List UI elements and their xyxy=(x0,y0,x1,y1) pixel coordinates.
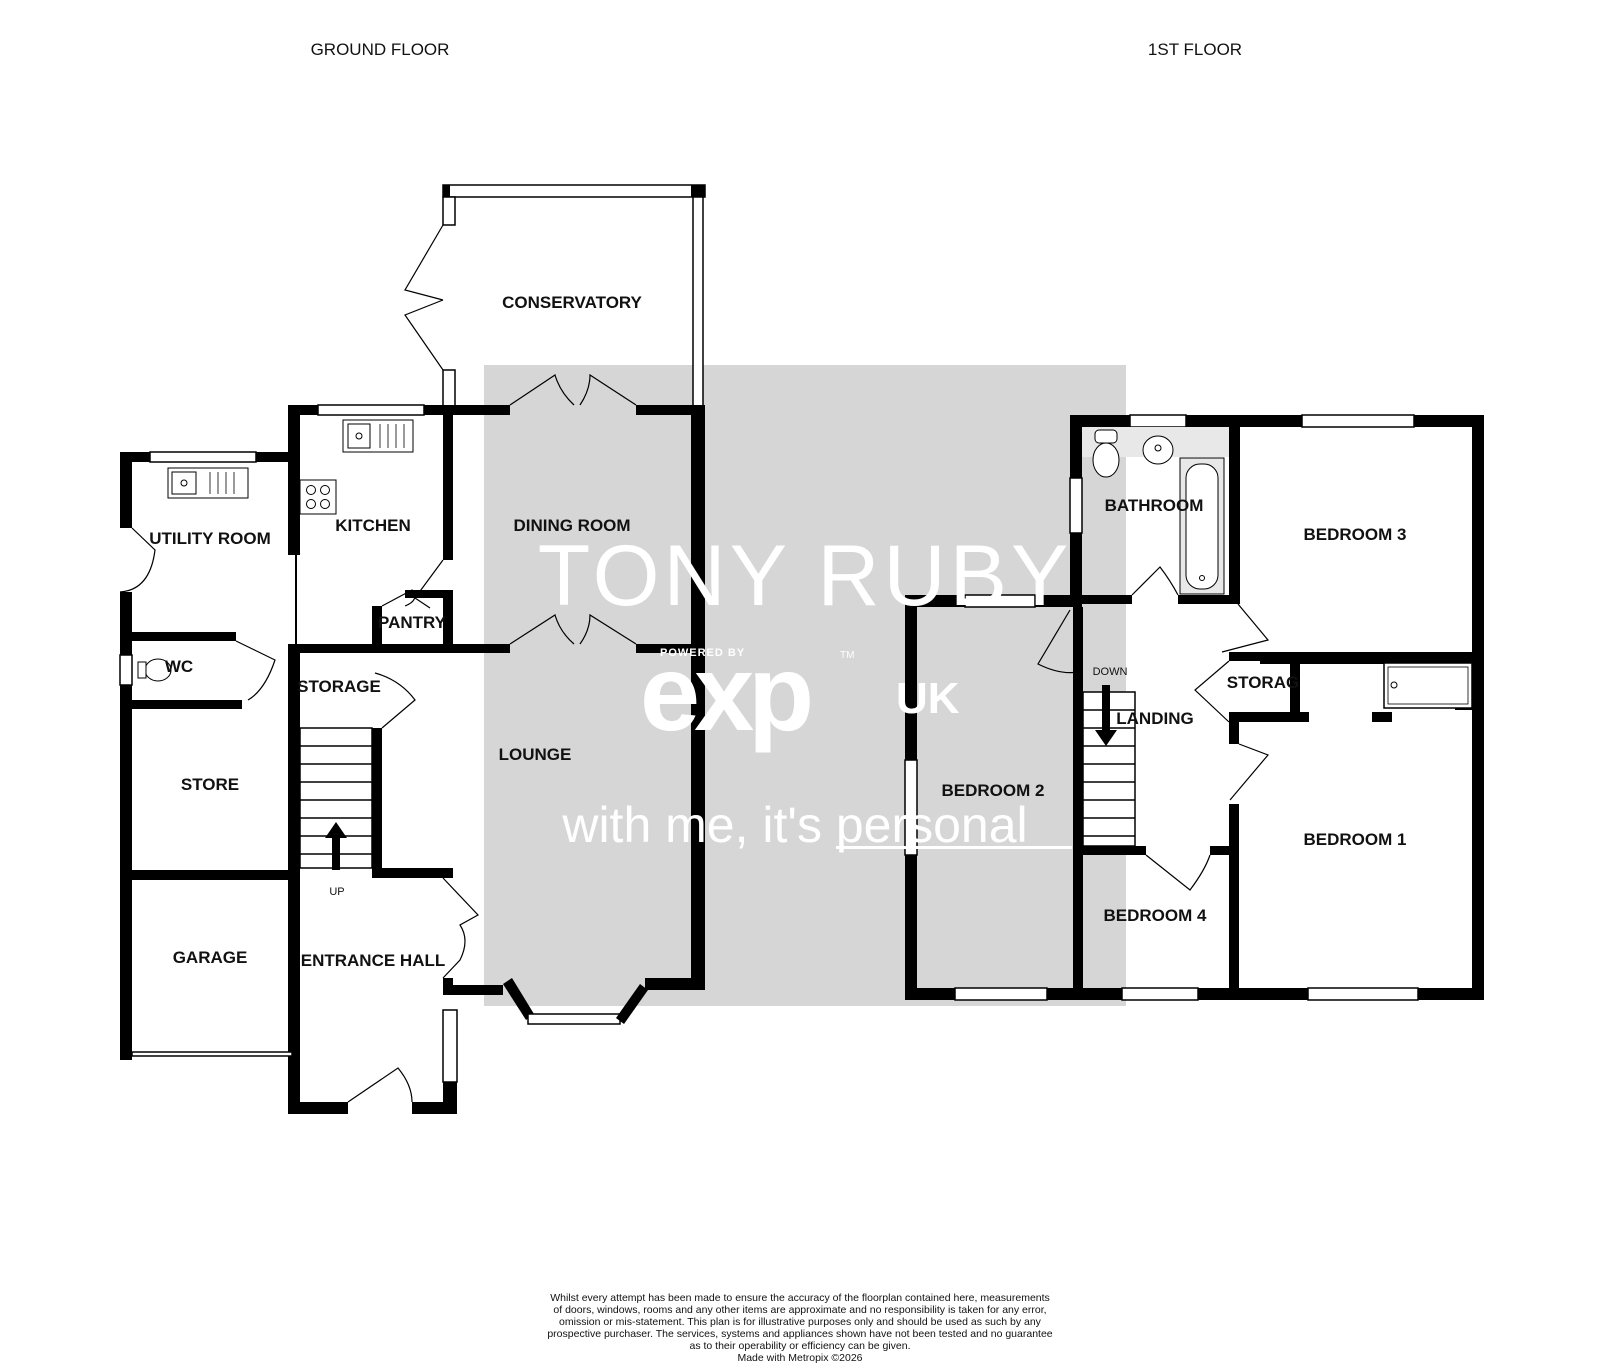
room-label-dining-room: DINING ROOM xyxy=(513,516,630,535)
room-label-storage-first: STORAG xyxy=(1227,673,1299,692)
ground-floor-fixtures xyxy=(137,419,414,682)
room-label-entrance-hall: ENTRANCE HALL xyxy=(301,951,446,970)
watermark-slogan: with me, it's personal xyxy=(561,797,1027,853)
room-label-bathroom: BATHROOM xyxy=(1105,496,1204,515)
watermark-brand-suffix: UK xyxy=(896,674,960,723)
watermark-brand-logo: exp xyxy=(640,632,810,753)
disclaimer-line: omission or mis-statement. This plan is … xyxy=(559,1316,1041,1328)
room-label-utility-room: UTILITY ROOM xyxy=(149,529,271,548)
room-label-conservatory: CONSERVATORY xyxy=(502,293,642,312)
first-floor-title: 1ST FLOOR xyxy=(1148,40,1242,59)
disclaimer-line: Whilst every attempt has been made to en… xyxy=(550,1292,1050,1304)
room-label-landing: LANDING xyxy=(1116,709,1193,728)
watermark-slogan-underline xyxy=(836,846,1072,849)
stairs-up-label: UP xyxy=(329,886,344,898)
room-labels: CONSERVATORY UTILITY ROOM KITCHEN DINING… xyxy=(149,293,1406,970)
ground-floor-doors xyxy=(119,224,637,1103)
room-label-wc: WC xyxy=(165,657,193,676)
disclaimer-credit: Made with Metropix ©2026 xyxy=(737,1352,863,1364)
ground-floor-title: GROUND FLOOR xyxy=(311,40,450,59)
first-floor-fixtures xyxy=(1082,427,1473,709)
room-label-bedroom-4: BEDROOM 4 xyxy=(1104,906,1208,925)
room-label-bedroom-1: BEDROOM 1 xyxy=(1304,830,1407,849)
ground-floor-plan xyxy=(119,184,706,1114)
disclaimer-line: prospective purchaser. The services, sys… xyxy=(547,1328,1053,1340)
disclaimer: Whilst every attempt has been made to en… xyxy=(500,1292,1100,1364)
room-label-kitchen: KITCHEN xyxy=(335,516,411,535)
first-floor-doors xyxy=(1037,566,1270,891)
stairs-down-label: DOWN xyxy=(1093,666,1128,678)
room-label-lounge: LOUNGE xyxy=(499,745,572,764)
watermark-trademark: TM xyxy=(840,650,854,661)
room-label-garage: GARAGE xyxy=(173,948,248,967)
room-label-bedroom-2: BEDROOM 2 xyxy=(942,781,1045,800)
room-label-bedroom-3: BEDROOM 3 xyxy=(1304,525,1407,544)
room-label-pantry: PANTRY xyxy=(378,613,447,632)
watermark-box xyxy=(484,365,1126,1006)
disclaimer-line: of doors, windows, rooms and any other i… xyxy=(553,1304,1047,1316)
watermark-agency-name: TONY RUBY xyxy=(538,528,1073,624)
disclaimer-line: as to their operability or efficiency ca… xyxy=(689,1340,911,1352)
first-floor-plan xyxy=(904,414,1484,1001)
room-label-storage-ground: STORAGE xyxy=(297,677,381,696)
watermark-powered-by: POWERED BY xyxy=(660,647,745,659)
agency-watermark: TONY RUBY POWERED BY exp UK TM with me, … xyxy=(538,528,1073,853)
room-label-store: STORE xyxy=(181,775,239,794)
